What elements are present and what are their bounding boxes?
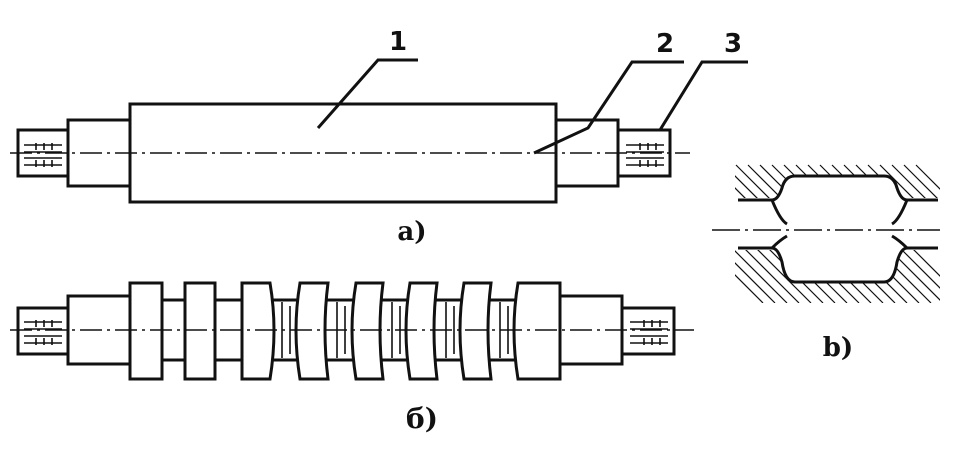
grooved-roll: б)	[10, 281, 694, 435]
leader-1	[316, 58, 418, 129]
pass-section: b)	[712, 164, 940, 363]
callout-2: 2	[656, 29, 674, 59]
leader-3	[658, 60, 748, 131]
right-wobbler-end-b	[620, 306, 676, 356]
collar-2	[183, 281, 217, 381]
left-wobbler-end-b	[16, 306, 70, 356]
caption-a: a)	[397, 217, 426, 247]
collar-1	[128, 281, 164, 381]
caption-b: б)	[406, 402, 438, 435]
callout-3: 3	[724, 29, 742, 59]
lower-flange-line	[770, 234, 909, 250]
leader-2	[533, 60, 684, 155]
smooth-roll: 1 2 3 a)	[10, 27, 748, 247]
lower-roll-hatch	[735, 237, 940, 303]
callout-1: 1	[389, 27, 407, 57]
lower-pass-contour	[738, 246, 938, 284]
groove-collars	[240, 281, 562, 381]
upper-roll-hatch	[735, 164, 940, 223]
upper-pass-contour	[738, 174, 938, 202]
caption-v: b)	[823, 333, 853, 363]
upper-flange-line	[770, 199, 909, 226]
